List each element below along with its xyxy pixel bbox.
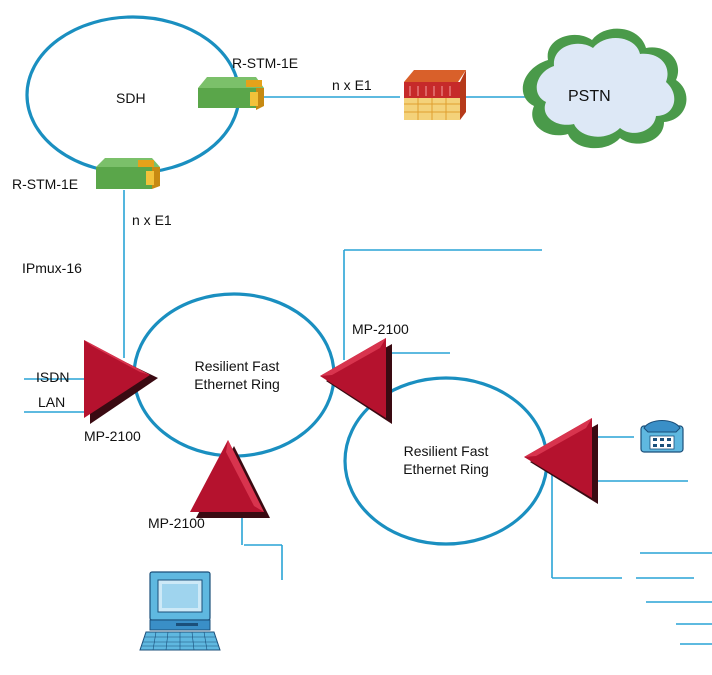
link-sdh-exchange-label: n x E1 bbox=[332, 77, 372, 93]
rstm-bottom-label: R-STM-1E bbox=[12, 176, 78, 192]
ipmux-label: IPmux-16 bbox=[22, 260, 82, 276]
ipmux-lan-label: LAN bbox=[38, 394, 65, 410]
rstm-top-device bbox=[198, 77, 264, 110]
ring1-label-line2: Ethernet Ring bbox=[194, 376, 280, 392]
mp-bottom-label: MP-2100 bbox=[148, 515, 205, 531]
sdh-label: SDH bbox=[116, 90, 146, 106]
ipmux-isdn-label: ISDN bbox=[36, 369, 69, 385]
pstn-label: PSTN bbox=[568, 88, 611, 105]
ring1 bbox=[132, 292, 336, 458]
pstn-cloud-icon bbox=[522, 28, 687, 149]
ring1-label-line1: Resilient Fast bbox=[195, 358, 280, 374]
telephone-icon bbox=[640, 420, 684, 453]
ring2-label-line2: Ethernet Ring bbox=[403, 461, 489, 477]
computer-icon bbox=[139, 571, 221, 651]
link-sdh-ipmux-label: n x E1 bbox=[132, 212, 172, 228]
mp-left-device-icon bbox=[84, 340, 158, 424]
mp-bottom-device-icon bbox=[190, 440, 270, 518]
exchange-switch-icon bbox=[404, 70, 466, 120]
rstm-bottom-device bbox=[96, 158, 160, 189]
mp-left-label: MP-2100 bbox=[84, 428, 141, 444]
mp-right-label: MP-2100 bbox=[352, 321, 409, 337]
mp-ring2-device-icon bbox=[524, 418, 598, 504]
mp-right-device-icon bbox=[320, 338, 392, 424]
rstm-top-label: R-STM-1E bbox=[232, 55, 298, 71]
ring2-label-line1: Resilient Fast bbox=[404, 443, 489, 459]
